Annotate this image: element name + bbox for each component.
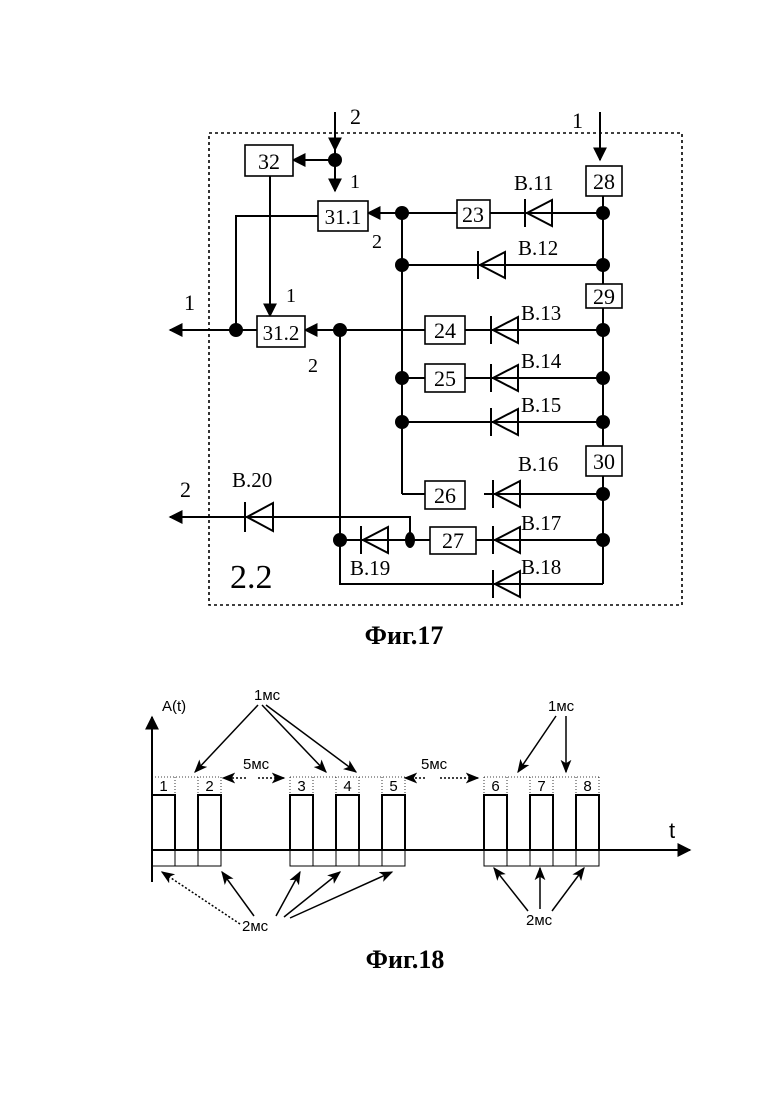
pulse-label-3: 3 [297, 778, 305, 795]
leader-arrow [284, 872, 340, 917]
block-32: 32 [245, 145, 293, 176]
svg-text:24: 24 [434, 318, 456, 343]
svg-text:31.2: 31.2 [263, 321, 300, 345]
pulse-6 [484, 795, 507, 850]
y-axis-label: A(t) [162, 698, 186, 715]
b31-1-in1-label: 1 [350, 171, 360, 193]
figure-18-caption: Фиг.18 [366, 945, 445, 974]
pulse-label-8: 8 [583, 778, 591, 795]
junction-dot [229, 323, 243, 337]
pulse-7 [530, 795, 553, 850]
diode-v13-label: В.13 [521, 301, 561, 325]
figure-18-timing: A(t) t 1 2 3 4 5 6 7 8 1мс 1мс 5мс 5мс 2мс 2мс [152, 687, 690, 935]
leader-arrow [552, 868, 584, 911]
leader-arrow [494, 868, 528, 911]
leader-arrow [262, 705, 326, 772]
svg-text:30: 30 [593, 449, 615, 474]
svg-text:25: 25 [434, 366, 456, 391]
annotation-2ms-right: 2мс [526, 912, 553, 929]
block-29: 29 [586, 284, 622, 309]
leader-arrow [518, 716, 556, 772]
annotation-1ms-right: 1мс [548, 698, 575, 715]
svg-text:32: 32 [258, 149, 280, 174]
period-outline-3 [484, 850, 599, 866]
diode-v11-label: В.11 [514, 171, 553, 195]
junction-dot [328, 153, 342, 167]
leader-arrow [290, 872, 392, 918]
pulse-1 [152, 795, 175, 850]
pulse-label-6: 6 [491, 778, 499, 795]
block-27: 27 [430, 527, 476, 554]
pulse-label-1: 1 [159, 778, 167, 795]
svg-text:26: 26 [434, 483, 456, 508]
input-2-label: 2 [350, 104, 361, 129]
output-1-label: 1 [184, 290, 195, 315]
x-axis-label: t [669, 818, 675, 843]
pulse-label-5: 5 [389, 778, 397, 795]
wire [190, 517, 410, 540]
b31-2-in2-label: 2 [308, 355, 318, 377]
pulse-label-7: 7 [537, 778, 545, 795]
leader-arrow [266, 705, 356, 772]
annotation-1ms-left: 1мс [254, 687, 281, 704]
block-31-1: 31.1 [318, 201, 368, 231]
annotation-5ms-a: 5мс [243, 756, 270, 773]
leader-arrow [222, 872, 254, 916]
pulse-8 [576, 795, 599, 850]
period-outline-1 [152, 850, 221, 866]
block-28: 28 [586, 166, 622, 196]
module-label: 2.2 [230, 559, 273, 596]
diode-v18-label: В.18 [521, 555, 561, 579]
pulse-2 [198, 795, 221, 850]
leader-arrow [276, 872, 300, 916]
diode-v19-label: В.19 [350, 556, 390, 580]
svg-text:23: 23 [462, 202, 484, 227]
diode-v15-label: В.15 [521, 393, 561, 417]
annotation-5ms-b: 5мс [421, 756, 448, 773]
period-outline-2 [290, 850, 405, 866]
figure-17-circuit: 2 1 1 1 1 2 2 [170, 104, 682, 605]
b31-1-in2-label: 2 [372, 231, 382, 253]
svg-text:29: 29 [593, 284, 615, 309]
svg-text:28: 28 [593, 169, 615, 194]
diode-v14-label: В.14 [521, 349, 562, 373]
pulse-3 [290, 795, 313, 850]
output-2-label: 2 [180, 477, 191, 502]
diode-v17-label: В.17 [521, 511, 561, 535]
block-24: 24 [425, 316, 465, 344]
svg-text:31.1: 31.1 [325, 205, 362, 229]
block-31-2: 31.2 [257, 316, 305, 347]
diode-v12-label: В.12 [518, 236, 558, 260]
block-30: 30 [586, 446, 622, 476]
pulse-label-4: 4 [343, 778, 351, 795]
b31-2-in1-label: 1 [286, 285, 296, 307]
pulse-4 [336, 795, 359, 850]
annotation-2ms-left: 2мс [242, 918, 269, 935]
input-1-label: 1 [572, 108, 583, 133]
svg-text:27: 27 [442, 528, 464, 553]
block-26: 26 [425, 481, 465, 509]
diode-v16-label: В.16 [518, 452, 558, 476]
block-25: 25 [425, 364, 465, 392]
block-23: 23 [457, 200, 490, 228]
pulse-5 [382, 795, 405, 850]
wire [236, 216, 318, 330]
pulse-label-2: 2 [205, 778, 213, 795]
figure-17-caption: Фиг.17 [365, 621, 444, 650]
diode-v20-label: В.20 [232, 468, 272, 492]
